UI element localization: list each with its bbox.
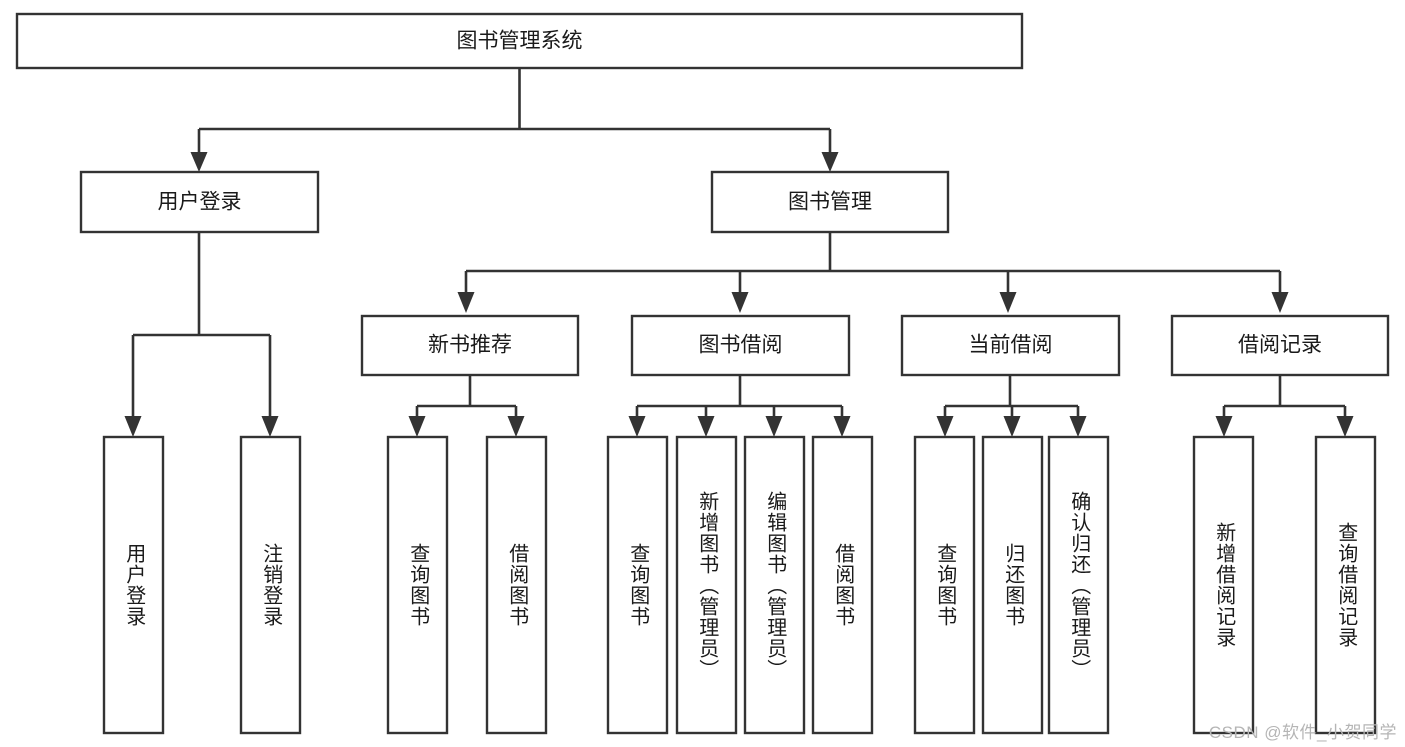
arrow-to-current-borrow [999, 292, 1017, 313]
arrow-to-book-borrow [731, 292, 749, 313]
leaf-new-book-borrow[interactable] [485, 435, 548, 735]
arrow-current-borrow-leaf3 [1069, 416, 1087, 437]
arrow-borrow-record-leaf1 [1215, 416, 1233, 437]
node-new-book-recommend-label: 新书推荐 [428, 334, 512, 357]
arrow-new-book-leaf1 [408, 416, 426, 437]
leaf-record-add[interactable] [1192, 435, 1255, 735]
node-book-borrow[interactable] [630, 314, 851, 377]
node-user-login[interactable] [79, 170, 320, 234]
leaf-current-query-book[interactable] [913, 435, 976, 735]
node-current-borrow-label: 当前借阅 [969, 334, 1053, 357]
connector-layer [124, 68, 1354, 437]
arrow-new-book-leaf2 [507, 416, 525, 437]
leaf-current-return-book[interactable] [981, 435, 1044, 735]
node-book-management[interactable] [710, 170, 950, 234]
arrow-user-login-leaf2 [261, 416, 279, 437]
leaf-record-query[interactable] [1314, 435, 1377, 735]
arrow-current-borrow-leaf2 [1003, 416, 1021, 437]
arrow-to-new-book [457, 292, 475, 313]
leaf-current-confirm-return[interactable] [1047, 435, 1110, 735]
arrow-book-borrow-leaf3 [765, 416, 783, 437]
node-book-borrow-label: 图书借阅 [699, 334, 783, 357]
arrow-book-borrow-leaf2 [697, 416, 715, 437]
leaf-new-book-query[interactable] [386, 435, 449, 735]
node-layer: 图书管理系统 用户登录 图书管理 新书推荐 图书借阅 当前借阅 借阅记录 [15, 12, 1390, 735]
leaf-logout-login[interactable] [239, 435, 302, 735]
node-new-book-recommend[interactable] [360, 314, 580, 377]
node-current-borrow[interactable] [900, 314, 1121, 377]
arrow-to-borrow-record [1271, 292, 1289, 313]
leaf-borrow-add-book[interactable] [675, 435, 738, 735]
csdn-watermark: CSDN @软件_小贺同学 [1208, 723, 1397, 742]
arrow-current-borrow-leaf1 [936, 416, 954, 437]
leaf-borrow-edit-book[interactable] [743, 435, 806, 735]
leaf-borrow-lend-book[interactable] [811, 435, 874, 735]
node-user-login-label: 用户登录 [158, 191, 242, 214]
arrow-book-borrow-leaf1 [628, 416, 646, 437]
arrow-to-user-login [190, 152, 208, 172]
node-book-management-label: 图书管理 [788, 191, 872, 214]
leaf-user-login[interactable] [102, 435, 165, 735]
arrow-borrow-record-leaf2 [1336, 416, 1354, 437]
arrow-to-book-mgmt [821, 152, 839, 172]
arrow-book-borrow-leaf4 [833, 416, 851, 437]
leaf-borrow-query-book[interactable] [606, 435, 669, 735]
arrow-user-login-leaf1 [124, 416, 142, 437]
node-borrow-record-label: 借阅记录 [1238, 334, 1322, 357]
node-root-label: 图书管理系统 [457, 30, 583, 53]
node-root-book-management-system[interactable] [15, 12, 1024, 70]
node-borrow-record[interactable] [1170, 314, 1390, 377]
